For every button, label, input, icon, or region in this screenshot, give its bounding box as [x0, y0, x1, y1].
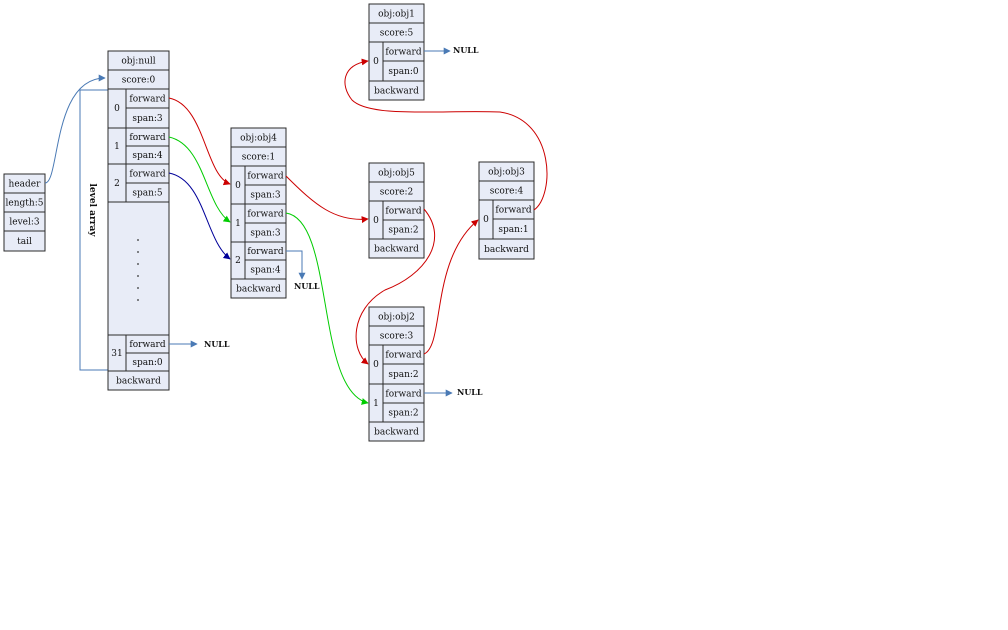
level-cell-label: level:3 — [9, 218, 40, 228]
null-l0-to-obj4-arrow — [168, 97, 231, 186]
node-null-level-31-forward: forward — [129, 340, 165, 350]
node-null-ellipsis-cell — [107, 201, 170, 336]
node-obj4-level-0-forward: forward — [247, 172, 283, 182]
obj3-l0-to-obj1-arrow — [344, 58, 548, 211]
node-null-level-31-index: 31 — [111, 349, 122, 359]
length-cell-label: length:5 — [6, 199, 44, 209]
node-obj5-level-0-index: 0 — [373, 216, 379, 226]
node-obj2-level-1-index: 1 — [373, 399, 379, 409]
node-null-score: score:0 — [122, 76, 156, 86]
null-label-level-31: NULL — [204, 339, 230, 349]
node-null: obj:null score:0 0 forward span:3 1 forw… — [107, 50, 170, 391]
header-cell-label: header — [9, 180, 42, 190]
node-obj1-backward-cell — [368, 80, 425, 101]
obj4-l1-to-obj2-arrow — [285, 212, 369, 405]
node-obj4-level-0-index: 0 — [235, 181, 241, 191]
node-obj2-level-0-index: 0 — [373, 360, 379, 370]
null-l2-to-obj4-arrow — [168, 172, 231, 260]
node-null-level-1-forward: forward — [129, 133, 165, 143]
node-obj4-level-2-index: 2 — [235, 256, 241, 266]
obj4-level-2-null-arrow — [286, 250, 306, 280]
null-label-obj1: NULL — [453, 45, 479, 55]
obj2-l0-to-obj3-arrow — [423, 219, 479, 355]
node-obj1-name: obj:obj1 — [378, 10, 415, 20]
node-obj4-level-2-span: span:4 — [250, 266, 281, 276]
tail-pointer-line — [79, 89, 108, 371]
node-null-level-1-span: span:4 — [132, 151, 163, 161]
node-null-level-2-index: 2 — [114, 179, 120, 189]
node-obj4-name: obj:obj4 — [240, 134, 277, 144]
node-obj3-backward-cell — [478, 238, 535, 260]
node-obj2-level-1-forward: forward — [385, 390, 421, 400]
node-obj4-level-2-forward: forward — [247, 247, 283, 257]
node-null-level-31-span: span:0 — [132, 358, 163, 368]
node-null-name: obj:null — [121, 57, 155, 67]
node-obj1-level-0-index: 0 — [373, 57, 379, 67]
node-obj2-backward-cell — [368, 421, 425, 442]
node-obj5-score: score:2 — [380, 188, 413, 198]
node-obj2-level-1-span: span:2 — [388, 409, 418, 419]
obj5-l0-to-obj2-arrow — [355, 208, 435, 365]
node-null-level-0-index: 0 — [114, 104, 120, 114]
header-pointer-arrow — [44, 74, 106, 184]
level-array-label: level array — [87, 183, 97, 237]
null-label-obj2: NULL — [457, 387, 483, 397]
node-null-level-2-forward: forward — [129, 170, 165, 180]
node-obj3-level-0-index: 0 — [483, 215, 489, 225]
node-obj3-backward: backward — [484, 245, 529, 255]
node-null-backward: backward — [116, 377, 161, 387]
node-null-backward-cell — [107, 370, 170, 391]
node-obj4-level-1-index: 1 — [235, 219, 241, 229]
node-null-level-0-span: span:3 — [132, 114, 163, 124]
node-obj3: obj:obj3 score:4 0 forward span:1 backwa… — [478, 161, 535, 260]
node-obj1-backward: backward — [374, 87, 419, 97]
node-obj4-level-1-forward: forward — [247, 210, 283, 220]
node-obj3-level-0-forward: forward — [495, 206, 531, 216]
node-obj5-name: obj:obj5 — [378, 169, 415, 179]
ellipsis-dots — [137, 239, 139, 301]
node-obj2-name: obj:obj2 — [378, 313, 415, 323]
node-obj2-level-0-span: span:2 — [388, 370, 418, 380]
null-l1-to-obj4-arrow — [168, 136, 231, 223]
node-obj5-backward: backward — [374, 245, 419, 255]
node-obj4-level-0-span: span:3 — [250, 191, 281, 201]
node-obj5-level-0-span: span:2 — [388, 226, 418, 236]
node-obj2-backward: backward — [374, 428, 419, 438]
zskiplist-struct: header length:5 level:3 tail — [3, 173, 46, 252]
tail-cell — [3, 230, 46, 252]
node-obj4-backward: backward — [236, 285, 281, 295]
node-obj5-level-0-forward: forward — [385, 207, 421, 217]
node-obj1-score: score:5 — [380, 29, 414, 39]
null-label-obj4: NULL — [294, 281, 320, 291]
node-obj5-backward-cell — [368, 238, 425, 259]
tail-cell-label: tail — [17, 237, 32, 247]
node-obj2: obj:obj2 score:3 0 forward span:2 1 forw… — [368, 306, 425, 442]
node-obj4-backward-cell — [230, 278, 287, 299]
node-obj5: obj:obj5 score:2 0 forward span:2 backwa… — [368, 162, 425, 259]
node-obj4-score: score:1 — [242, 153, 275, 163]
node-obj3-name: obj:obj3 — [488, 168, 525, 178]
node-obj3-score: score:4 — [490, 187, 524, 197]
node-obj2-score: score:3 — [380, 332, 414, 342]
node-null-level-0-forward: forward — [129, 95, 165, 105]
node-obj1-level-0-span: span:0 — [388, 67, 419, 77]
node-null-level-2-span: span:5 — [132, 189, 163, 199]
node-obj2-level-0-forward: forward — [385, 351, 421, 361]
node-obj4-level-1-span: span:3 — [250, 229, 281, 239]
node-null-level-1-index: 1 — [114, 142, 120, 152]
obj4-l0-to-obj5-arrow — [285, 175, 369, 224]
node-obj1-level-0-forward: forward — [385, 48, 421, 58]
node-obj1: obj:obj1 score:5 0 forward span:0 backwa… — [368, 3, 425, 101]
node-obj3-level-0-span: span:1 — [498, 225, 528, 235]
node-obj4: obj:obj4 score:1 0 forward span:3 1 forw… — [230, 127, 287, 299]
